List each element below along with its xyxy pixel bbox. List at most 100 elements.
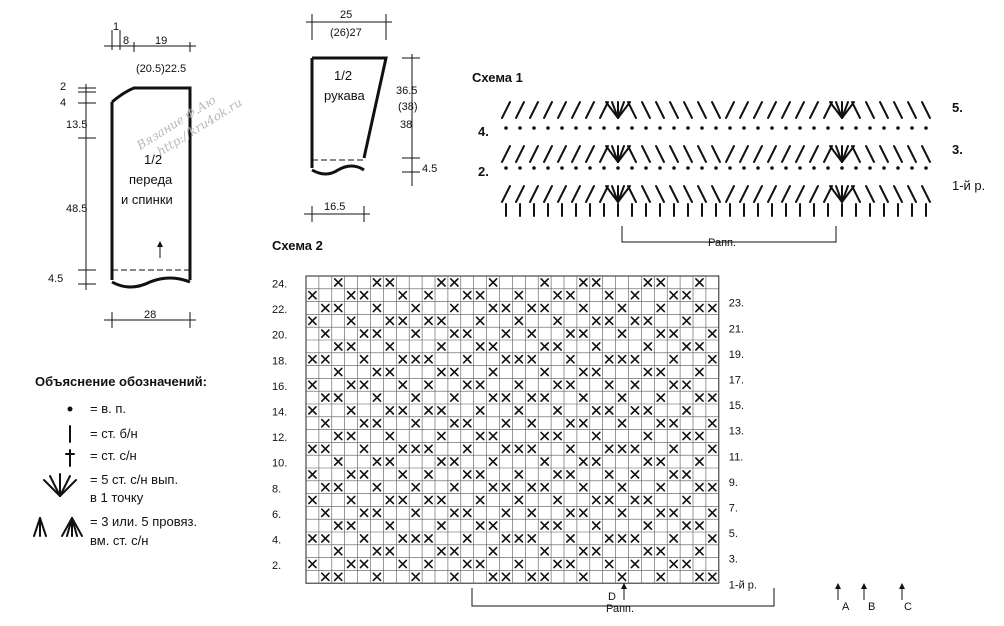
scheme2-cross-cell <box>630 495 640 505</box>
scheme1-stitch <box>557 145 567 163</box>
scheme1-stitch <box>711 101 721 119</box>
scheme2-cross-cell <box>308 405 317 415</box>
scheme1-stitch <box>907 145 917 163</box>
scheme2-row-right: 3. <box>729 554 738 566</box>
scheme1-title: Схема 1 <box>472 70 523 85</box>
scheme2-cross-cell <box>449 393 459 403</box>
scheme1-stitch <box>697 101 707 119</box>
scheme2-cross-cell <box>385 546 395 556</box>
scheme1-stitch <box>557 185 567 203</box>
front-dim-left-5: 4.5 <box>48 273 63 285</box>
scheme1-stitch <box>571 101 581 119</box>
scheme2-cross-cell <box>462 559 472 569</box>
scheme2-cross-cell <box>488 393 498 403</box>
scheme2-cross-cell <box>604 380 614 390</box>
scheme2-cross-cell <box>346 495 356 505</box>
scheme2-cross-cell <box>320 533 330 543</box>
scheme2-cross-cell <box>604 444 614 454</box>
legend-item-double-crochet: = ст. с/н <box>90 448 137 463</box>
sleeve-label-line1: рукава <box>324 88 366 103</box>
scheme2-title: Схема 2 <box>272 238 323 253</box>
scheme2-cross-cell <box>578 367 588 377</box>
scheme1-chain <box>784 166 788 170</box>
scheme2-cross-cell <box>695 367 704 377</box>
scheme2-repeat-label: Рапп. <box>606 603 634 615</box>
scheme1-chain <box>602 126 606 130</box>
scheme2-cross-cell <box>591 367 601 377</box>
scheme2-cross-cell <box>411 354 421 364</box>
scheme2-cross-cell <box>643 405 653 415</box>
scheme1-stitch <box>851 101 861 119</box>
legend-item-fan: = 5 ст. с/н вып. <box>90 472 178 487</box>
scheme2-cross-cell <box>630 316 640 326</box>
scheme2-cross-cell <box>437 277 446 287</box>
scheme1-stitch <box>893 145 903 163</box>
scheme2-cross-cell <box>424 444 433 454</box>
scheme1-stitch <box>865 185 875 203</box>
scheme1-stitch <box>795 185 805 203</box>
scheme2-row-right: 13. <box>729 426 744 438</box>
scheme1-stitch <box>599 185 609 203</box>
scheme2-cross-cell <box>333 341 343 351</box>
scheme2-cross-cell <box>501 444 511 454</box>
scheme2-cross-cell <box>501 418 511 428</box>
scheme1-chain <box>518 126 522 130</box>
scheme2-cross-cell <box>437 405 446 415</box>
scheme2-cross-cell <box>578 277 588 287</box>
scheme2-cross-cell <box>527 533 537 543</box>
scheme2-cross-cell <box>656 367 666 377</box>
scheme2-cross-cell <box>617 303 627 313</box>
scheme1-fan <box>829 145 855 163</box>
scheme1-chain <box>588 126 592 130</box>
scheme2-cross-cell <box>488 303 498 313</box>
scheme2-cross-cell <box>462 533 472 543</box>
scheme1-stitch <box>641 101 651 119</box>
scheme2-cross-cell <box>527 508 537 518</box>
scheme2-cross-cell <box>333 303 343 313</box>
scheme2-cross-cell <box>682 341 691 351</box>
scheme2-cross-cell <box>566 469 575 479</box>
scheme2-cross-cell <box>411 533 421 543</box>
scheme1-stitch <box>739 185 749 203</box>
scheme2-cross-cell <box>475 316 485 326</box>
scheme1-stitch <box>683 101 693 119</box>
scheme1-chain <box>784 126 788 130</box>
scheme2-cross-cell <box>566 290 575 300</box>
scheme2-cross-cell <box>578 393 588 403</box>
scheme1-stitch <box>641 145 651 163</box>
scheme2-cross-cell <box>359 533 369 543</box>
scheme1-stitch <box>627 101 637 119</box>
scheme2-cross-cell <box>630 469 640 479</box>
scheme2-cross-cell <box>566 533 575 543</box>
scheme1-stitch <box>543 185 553 203</box>
scheme1-chain <box>840 126 844 130</box>
scheme1-stitch <box>725 145 735 163</box>
scheme1: Схема 1 4. 2. 5. 3. 1-й р. Рапп. <box>472 70 985 249</box>
scheme2-cross-cell <box>424 290 433 300</box>
scheme2-cross-cell <box>527 329 537 339</box>
scheme2-cross-cell <box>514 444 524 454</box>
scheme1-stitch <box>627 145 637 163</box>
scheme1-stitch <box>529 145 539 163</box>
scheme2-cross-cell <box>630 405 640 415</box>
scheme2-cross-cell <box>669 290 679 300</box>
scheme2-cross-cell <box>578 572 588 582</box>
scheme2-cross-cell <box>346 316 356 326</box>
scheme2-cross-cell <box>591 431 601 441</box>
scheme2-row-left: 16. <box>272 381 287 393</box>
scheme1-chain <box>868 166 872 170</box>
scheme1-stitch <box>669 185 679 203</box>
scheme2-row-right: 17. <box>729 375 744 387</box>
scheme2-cross-cell <box>617 418 627 428</box>
scheme2-cross-cell <box>553 290 562 300</box>
front-label-line2: и спинки <box>121 192 173 207</box>
scheme1-repeat-label: Рапп. <box>708 237 736 249</box>
scheme2-cross-cell <box>591 405 601 415</box>
scheme2-cross-cell <box>372 329 382 339</box>
scheme2-cross-cell <box>682 380 691 390</box>
scheme2-cross-cell <box>604 559 614 569</box>
scheme2-cross-cell <box>682 559 691 569</box>
scheme2-cross-cell <box>604 290 614 300</box>
scheme2-cross-cell <box>462 508 472 518</box>
